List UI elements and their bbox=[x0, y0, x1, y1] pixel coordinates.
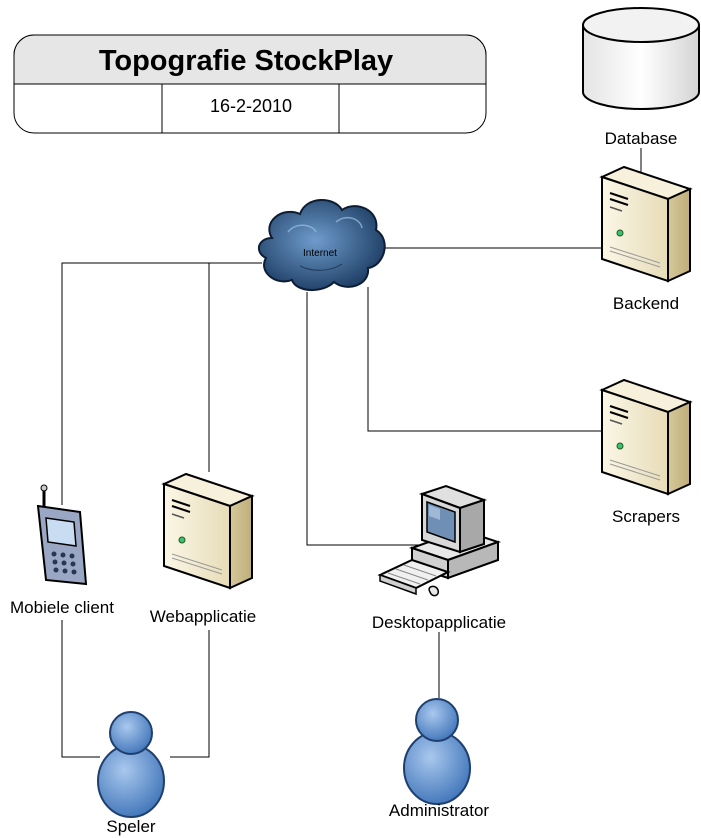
desktopapplicatie-label: Desktopapplicatie bbox=[372, 613, 506, 632]
user-person-icon bbox=[403, 698, 471, 805]
database-node[interactable]: Database bbox=[582, 7, 700, 148]
scrapers-label: Scrapers bbox=[612, 507, 680, 526]
backend-label: Backend bbox=[613, 294, 679, 313]
database-cylinder-icon bbox=[582, 7, 700, 110]
user-person-icon bbox=[97, 711, 165, 818]
link-internet-scrapers bbox=[367, 287, 602, 432]
database-label: Database bbox=[605, 129, 678, 148]
date-cell: 16-2-2010 bbox=[210, 96, 292, 116]
cloud-icon bbox=[257, 199, 386, 291]
link-internet-clients bbox=[61, 262, 262, 505]
mobile-phone-icon bbox=[36, 484, 88, 586]
link-internet-desktop bbox=[306, 292, 422, 546]
administrator-node[interactable]: Administrator bbox=[389, 698, 489, 820]
server-tower-icon bbox=[163, 473, 253, 589]
mobile-client-node[interactable]: Mobiele client bbox=[10, 484, 114, 617]
internet-label: Internet bbox=[303, 248, 337, 259]
administrator-label: Administrator bbox=[389, 801, 489, 820]
scrapers-node[interactable]: Scrapers bbox=[601, 379, 691, 526]
speler-node[interactable]: Speler bbox=[97, 711, 165, 836]
title-block: Topografie StockPlay 16-2-2010 bbox=[13, 34, 487, 134]
server-tower-icon bbox=[601, 166, 691, 282]
server-tower-icon bbox=[601, 379, 691, 495]
connection-lines bbox=[61, 148, 642, 758]
webapplicatie-node[interactable]: Webapplicatie bbox=[150, 473, 256, 626]
link-mobile-speler bbox=[61, 620, 100, 758]
internet-node[interactable]: Internet bbox=[257, 199, 386, 291]
desktopapplicatie-node[interactable]: Desktopapplicatie bbox=[372, 484, 506, 632]
desktop-computer-icon bbox=[377, 484, 502, 597]
webapplicatie-label: Webapplicatie bbox=[150, 607, 256, 626]
mobile-client-label: Mobiele client bbox=[10, 598, 114, 617]
speler-label: Speler bbox=[106, 817, 155, 836]
diagram-title: Topografie StockPlay bbox=[99, 45, 393, 77]
backend-node[interactable]: Backend bbox=[601, 166, 691, 313]
link-webapplicatie-speler bbox=[170, 630, 210, 758]
